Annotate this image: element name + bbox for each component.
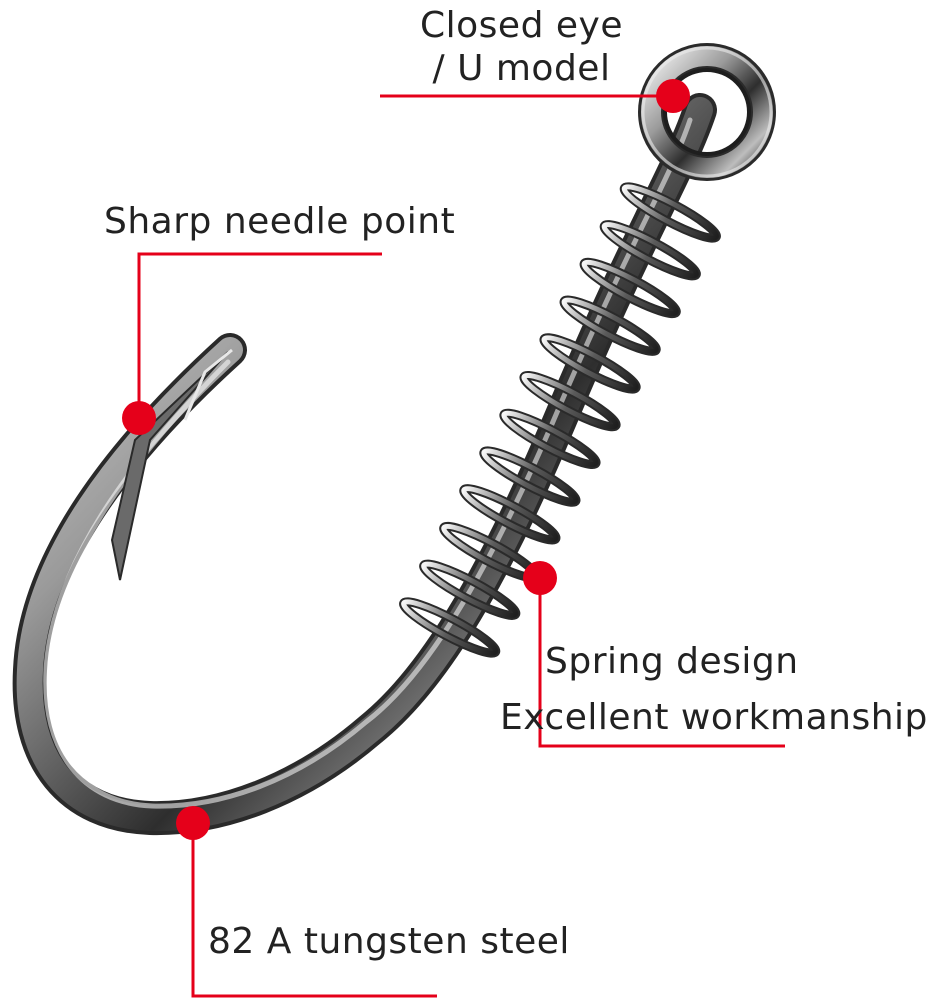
closed-eye-label-line1: Closed eye [420, 5, 623, 46]
needle-point-label: Sharp needle point [104, 201, 456, 242]
steel-callout-dot [176, 806, 210, 840]
tungsten-steel-label: 82 A tungsten steel [208, 921, 570, 962]
callout-lines [137, 94, 785, 998]
steel-callout-line [191, 823, 437, 998]
spring-callout-line [538, 578, 785, 748]
spring-design-label: Spring design [545, 641, 799, 682]
spring-coil-highlight [481, 448, 579, 505]
spring-coil-highlight [421, 561, 519, 618]
closed-eye-label: Closed eye / U model [420, 4, 623, 90]
hook-body [12, 93, 717, 836]
spring-coil-highlight [501, 410, 599, 468]
spring-coil-highlight [461, 486, 559, 543]
spring-coil-highlight [601, 222, 699, 279]
spring-coil-highlight [541, 335, 639, 392]
spring-coil-highlight [581, 259, 679, 317]
spring-coil-highlight [561, 297, 659, 354]
spring-coil-highlight [521, 372, 619, 430]
point-callout-dot [122, 401, 156, 435]
callout-dots [122, 79, 690, 840]
spring-coil-highlight [621, 184, 719, 241]
point-callout-line [137, 252, 382, 418]
workmanship-label: Excellent workmanship [500, 697, 927, 738]
eye-callout-dot [656, 79, 690, 113]
closed-eye-label-line2: / U model [432, 48, 611, 90]
spring-callout-dot [523, 561, 557, 595]
spring-coil-highlight [401, 599, 499, 656]
closed-eye [638, 43, 776, 181]
